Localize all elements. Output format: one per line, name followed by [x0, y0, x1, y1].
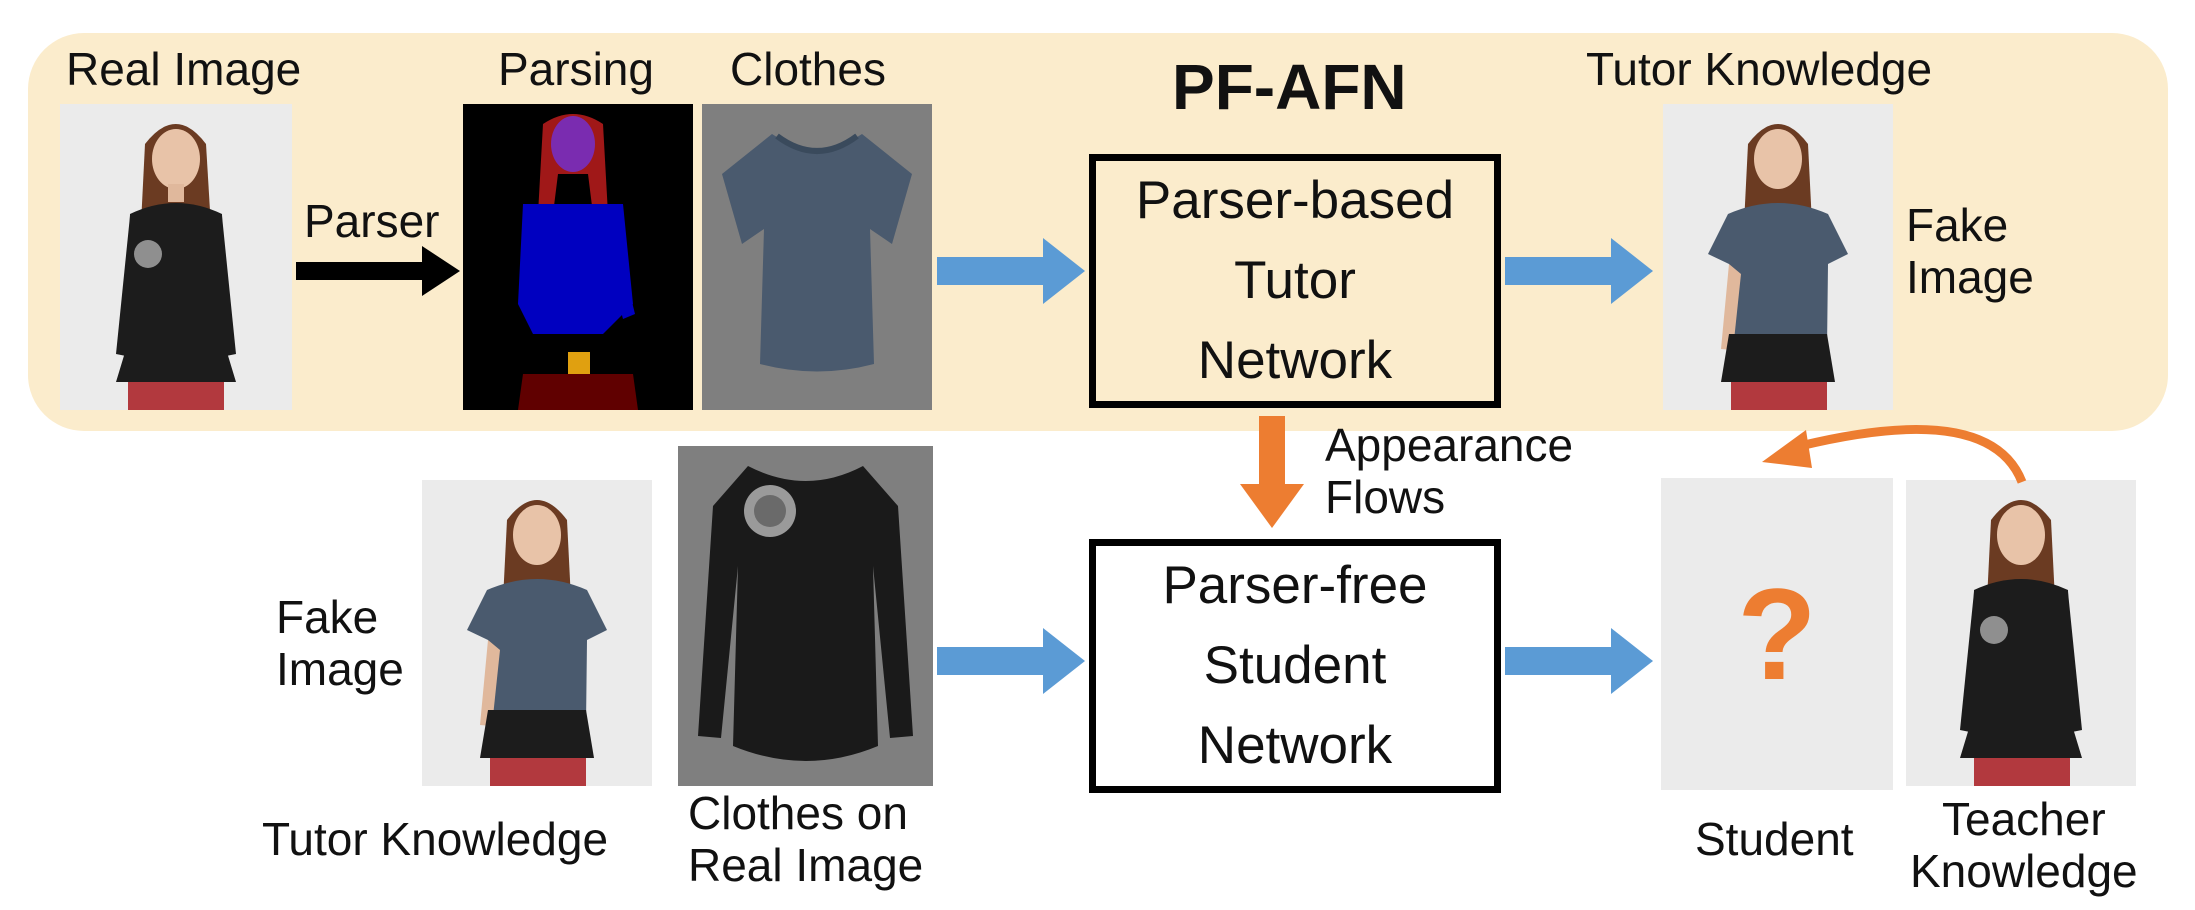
student-to-output-arrow: [1505, 628, 1653, 694]
fake-image-label-top: Fake Image: [1906, 199, 2034, 303]
teacher-knowledge-label: Teacher Knowledge: [1910, 793, 2138, 897]
tutor-knowledge-label-bottom: Tutor Knowledge: [262, 813, 609, 865]
real-image-label: Real Image: [66, 43, 302, 95]
appearance-flows-arrow: [1240, 416, 1304, 528]
appearance-flows-line-1: Appearance: [1325, 419, 1574, 471]
question-mark: ?: [1737, 561, 1817, 707]
student-network-box: Parser-free Student Network: [1089, 539, 1501, 793]
fake-image-top-line-1: Fake: [1906, 199, 2009, 251]
clothes-photo: [702, 104, 932, 410]
teacher-knowledge-line-2: Knowledge: [1910, 844, 2138, 897]
tutor-network-box: Parser-based Tutor Network: [1089, 154, 1501, 408]
parsing-label: Parsing: [498, 43, 654, 95]
tutor-box-line-1: Parser-based: [1135, 171, 1455, 230]
student-box-line-1: Parser-free: [1162, 556, 1428, 615]
student-box-line-2: Student: [1203, 636, 1387, 695]
student-output-placeholder: ?: [1661, 478, 1893, 790]
tutor-box-line-3: Network: [1197, 331, 1393, 390]
student-box-line-3: Network: [1197, 716, 1393, 775]
person-photo-icon: [1906, 480, 2136, 786]
tutor-fake-image-top: [1663, 104, 1893, 410]
parsing-map-icon: [463, 104, 693, 410]
clothes-on-real-photo: [678, 446, 933, 786]
tutor-box-line-2: Tutor: [1234, 251, 1356, 310]
tshirt-icon: [702, 104, 932, 410]
person-photo-icon: [60, 104, 292, 410]
appearance-flows-line-2: Flows: [1325, 470, 1446, 523]
clothes-on-real-line-1: Clothes on: [688, 787, 908, 839]
parsing-map: [463, 104, 693, 410]
real-image-photo: [60, 104, 292, 410]
fake-image-label-bottom: Fake Image: [276, 591, 404, 695]
clothes-on-real-label: Clothes on Real Image: [688, 787, 924, 891]
clothes-on-real-line-2: Real Image: [688, 838, 924, 891]
tutor-knowledge-label-top: Tutor Knowledge: [1586, 43, 1933, 95]
fake-image-bottom-line-2: Image: [276, 642, 404, 695]
parser-label: Parser: [304, 195, 440, 247]
teacher-to-student-arrow: [1762, 424, 2027, 484]
person-photo-icon: [422, 480, 652, 786]
teacher-real-image: [1906, 480, 2136, 786]
tutor-fake-image-bottom: [422, 480, 652, 786]
fake-image-bottom-line-1: Fake: [276, 591, 379, 643]
person-photo-icon: [1663, 104, 1893, 410]
student-label: Student: [1695, 813, 1854, 865]
teacher-knowledge-line-1: Teacher: [1941, 793, 2106, 845]
clothes-to-student-arrow: [937, 628, 1085, 694]
clothes-label: Clothes: [730, 43, 886, 95]
appearance-flows-label: Appearance Flows: [1325, 419, 1574, 523]
fake-image-top-line-2: Image: [1906, 250, 2034, 303]
diagram-title: PF-AFN: [1172, 51, 1407, 123]
long-sleeve-top-icon: [678, 446, 933, 786]
